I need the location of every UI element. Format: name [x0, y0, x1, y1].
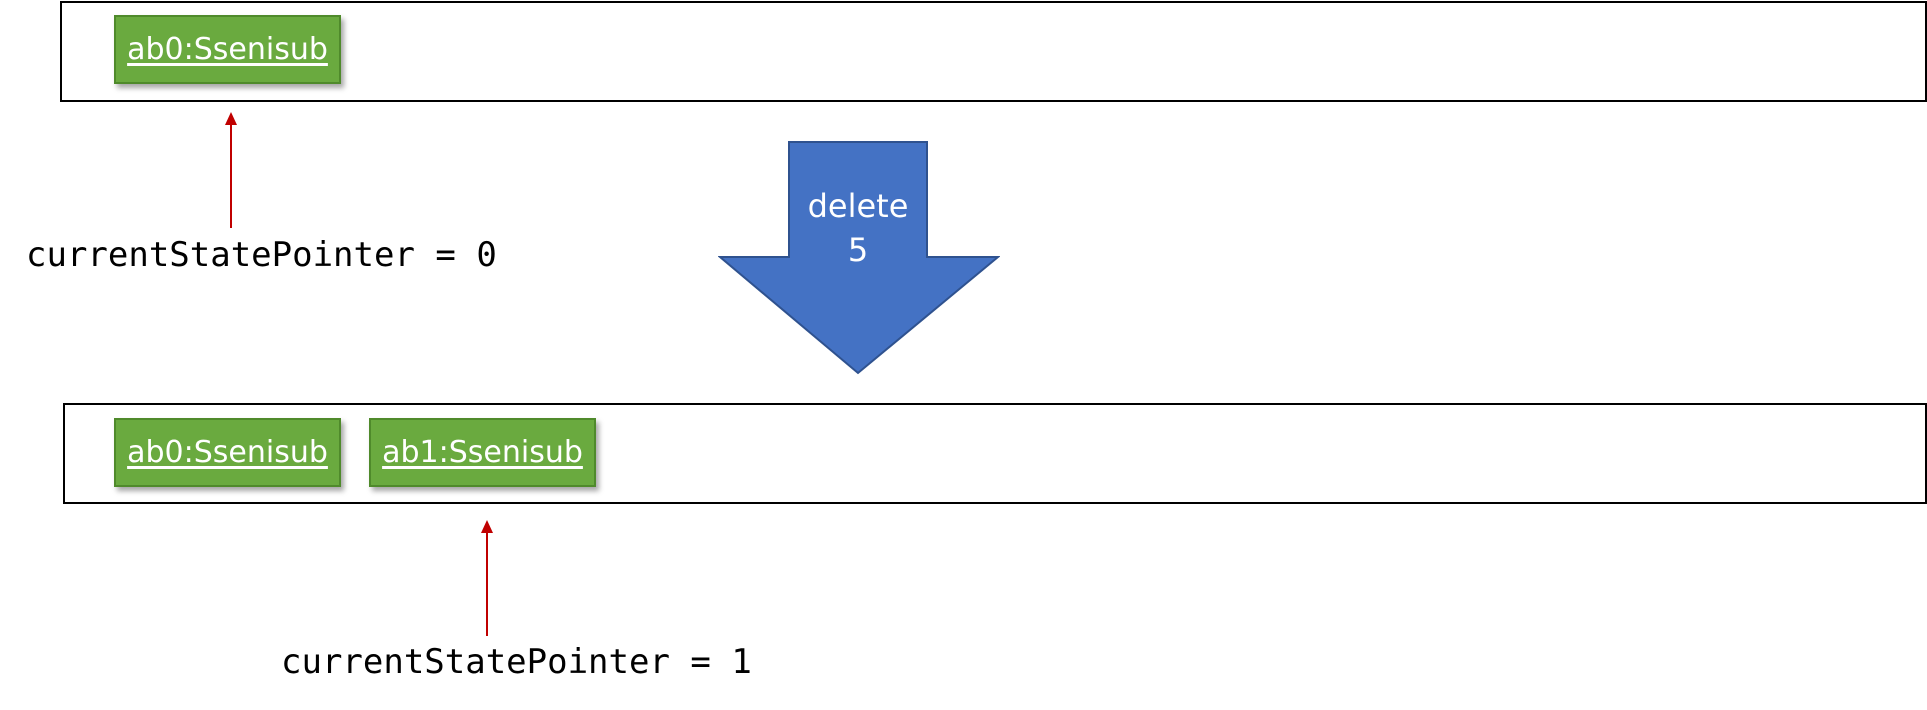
current-state-pointer-label: currentStatePointer = 1	[281, 642, 752, 682]
state-box-ab1: ab1:Ssenisub	[369, 418, 596, 487]
command-name: delete	[807, 187, 909, 225]
pointer-arrow-line	[486, 530, 488, 636]
command-down-arrow	[718, 141, 1000, 375]
pointer-arrowhead	[225, 112, 237, 125]
pointer-arrow-line	[230, 122, 232, 228]
pointer-arrowhead	[481, 520, 493, 533]
state-list-before	[60, 1, 1927, 102]
state-box-ab0: ab0:Ssenisub	[114, 418, 341, 487]
state-list-after	[63, 403, 1927, 504]
command-argument: 5	[847, 231, 869, 269]
state-box-ab0: ab0:Ssenisub	[114, 15, 341, 84]
command-down-arrow-shape	[718, 141, 1000, 375]
current-state-pointer-label: currentStatePointer = 0	[26, 235, 497, 275]
